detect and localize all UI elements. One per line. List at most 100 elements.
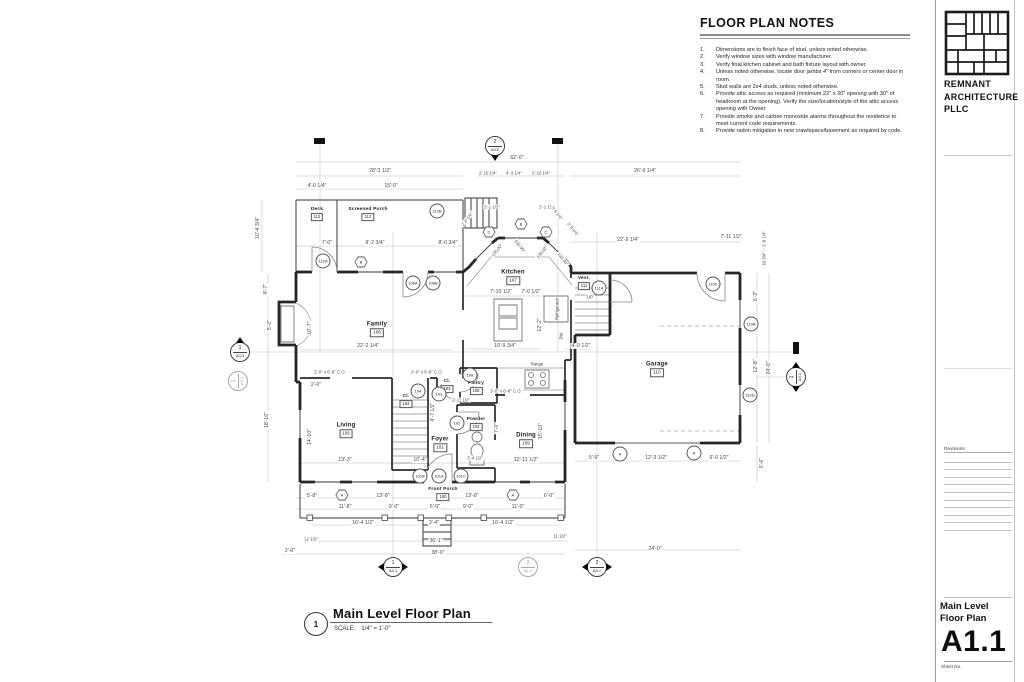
marker-number: 2 (595, 559, 599, 566)
door-tag: 102 (449, 415, 465, 431)
door-tag: 103 (431, 386, 447, 402)
dim-label: 18'-10" (264, 410, 270, 430)
sheet-title: Main Level Floor Plan (940, 601, 989, 624)
revision-rule-line (944, 485, 1012, 493)
room-name: Living (335, 422, 357, 429)
floor-plan-notes: FLOOR PLAN NOTES 1.Dimensions are to fin… (700, 16, 910, 136)
dim-label: 4'-0 1/2" (570, 343, 592, 349)
dim-label: 11 1/2" (552, 533, 568, 539)
room-name: Powder (465, 417, 487, 423)
dim-label: 2'-6 1/4" (761, 230, 767, 248)
sheet-no-label: Sheet No. (941, 664, 962, 669)
dim-label: 6'-0" (542, 493, 556, 499)
door-tag: A (612, 446, 628, 462)
room-name: Front Porch (427, 487, 459, 493)
marker-sheet: A3.1 (592, 567, 602, 573)
door-tag: 101B (412, 468, 428, 484)
door-tag: 101C (453, 468, 469, 484)
dim-label: 12'-11 1/2" (512, 457, 540, 463)
dim-label: 3'-4" (427, 520, 441, 526)
room-name: Cl. (442, 379, 452, 385)
dim-label: 8'-2 3/4" (364, 240, 386, 246)
dim-label: 13'-3" (337, 457, 353, 463)
door-tag: 112A (315, 253, 331, 269)
room-number: 112 (361, 213, 375, 221)
dim-label: 2'-1 1/2" (483, 204, 501, 210)
note-item: 3.Verify final kitchen cabinet and bath … (700, 61, 867, 68)
marker-arrow (606, 563, 616, 571)
dim-label: 6'-2" (753, 289, 759, 303)
dim-label: 2'-0 1/4" (459, 210, 475, 228)
marker-arrow (402, 563, 412, 571)
view-title-rule (330, 622, 492, 623)
titleblock-border-left (935, 0, 936, 682)
dim-label: 2'-0" (283, 548, 297, 554)
dim-label: 7'-0" (494, 421, 500, 435)
scale-label: SCALE: (334, 626, 356, 632)
door-tag: 110D (742, 387, 758, 403)
dim-label: 2'-0" (309, 382, 323, 388)
door-tag: 112B (429, 203, 445, 219)
dim-label: 2'-10 1/4" (477, 170, 499, 176)
revision-rule-line (944, 478, 1012, 486)
dim-label: 2'-0 1/4" (549, 204, 565, 222)
view-scale: SCALE:1/4" = 1'-0" (334, 626, 391, 632)
titleblock-divider (944, 661, 1012, 662)
room-name: Family (365, 321, 389, 328)
view-title: Main Level Floor Plan (333, 606, 471, 621)
sheet-number: A1.1 (941, 625, 1007, 658)
dim-label: 14'-10" (307, 427, 313, 447)
room-number: 102 (469, 423, 483, 431)
view-number-bubble: 1 (304, 612, 328, 636)
titleblock-divider (944, 155, 1012, 156)
room-number: 109 (519, 439, 533, 448)
dim-label: 7'-10 1/2" (489, 289, 513, 295)
dim-label: 135.00° (555, 250, 571, 268)
marker-number: 2 (493, 138, 497, 145)
window-tag: B (514, 218, 528, 230)
room-name: Cl. (401, 394, 411, 400)
revision-rule-line (944, 470, 1012, 478)
revision-rule-line (944, 493, 1012, 501)
room-number: 113 (310, 213, 324, 221)
firm-name-line: PLLC (944, 104, 969, 114)
room-label-vest-111: Vest.111 (576, 276, 592, 290)
dim-label: 12 1/2" (303, 536, 319, 542)
dim-label: 7'-0" (320, 240, 334, 246)
marker-sheet: A3.1 (796, 372, 802, 382)
notes-list: 1.Dimensions are to finish face of stud,… (700, 47, 910, 136)
dim-label: 15'-10" (538, 421, 544, 441)
window-tag: B (354, 256, 368, 268)
window-tag: C (539, 226, 553, 238)
dim-label: 10'-7" (307, 320, 313, 336)
marker-arrow (374, 563, 384, 571)
dim-label: 28'-3 1/2" (368, 168, 392, 174)
dim-label: 2'-0" x 6'-8" C.O. (410, 369, 444, 375)
room-number: 106 (370, 328, 384, 337)
room-name: Screened Porch (347, 207, 389, 213)
revision-rule-line (944, 523, 1012, 531)
dim-label: 12'-2" (537, 317, 543, 333)
dim-label: 2'-1 1/2" (538, 204, 556, 210)
dim-label: 36'-1" (428, 538, 444, 544)
dim-label: 2'-0 1/4" (565, 220, 581, 238)
titleblock-divider (944, 368, 1012, 369)
dim-label: 8'-0 3/4" (437, 240, 459, 246)
marker-sheet: A1.1 (523, 567, 533, 573)
door-tag: 110C (705, 276, 721, 292)
note-item: 8.Provide radon mitigation in new crawls… (700, 128, 902, 135)
fixture-label: Refrigerator (554, 297, 560, 321)
dim-label: 4'-7 1/2" (430, 401, 436, 423)
note-item: 6.Provide attic access as required (mini… (700, 91, 899, 113)
dim-label: 135.00° (534, 243, 550, 261)
room-name: Deck (309, 207, 325, 213)
